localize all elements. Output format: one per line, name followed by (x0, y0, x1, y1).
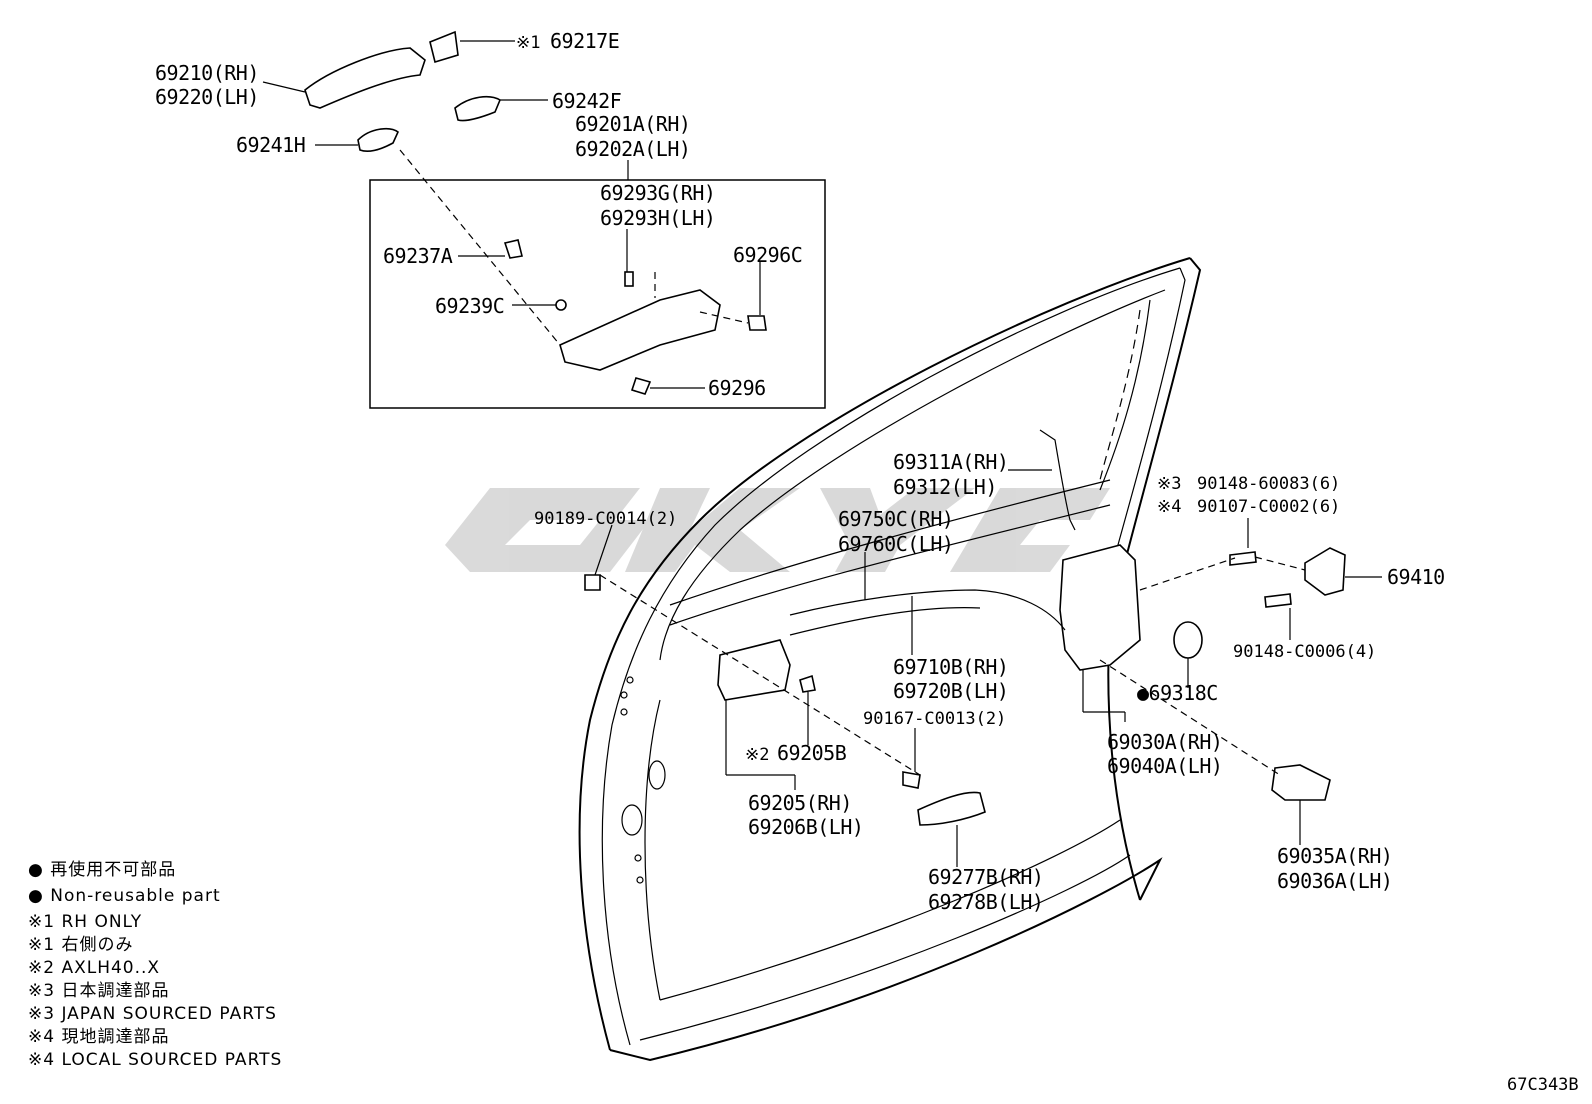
label-69750C: 69750C(RH) (838, 507, 953, 531)
door-frame (578, 257, 1202, 1062)
label-90107: 90107-C0002(6) (1197, 497, 1340, 517)
bolt-b-part (1264, 593, 1292, 608)
grommet-part (555, 299, 567, 311)
legend-line-8: ※4 現地調達部品 (28, 1027, 169, 1047)
label-69296C: 69296C (733, 243, 802, 267)
handle-cover-part (429, 30, 459, 64)
striker-part (1304, 547, 1346, 596)
label-90148b: 90148-C0006(4) (1233, 642, 1376, 662)
label-69035A: 69035A(RH) (1277, 844, 1392, 868)
handle-assembly-box (369, 179, 826, 409)
legend-line-9: ※4 LOCAL SOURCED PARTS (28, 1050, 282, 1070)
label-69205B: 69205B (777, 741, 847, 765)
label-69296: 69296 (708, 376, 766, 400)
label-69241H: 69241H (236, 133, 305, 157)
seal-69318C-part (1173, 621, 1203, 659)
label-69202A: 69202A(LH) (575, 137, 690, 161)
label-69293G: 69293G(RH) (600, 181, 715, 205)
legend-line-3: ※1 RH ONLY (28, 912, 142, 932)
frame-assembly-part (559, 271, 721, 371)
label-69760C: 69760C(LH) (838, 532, 953, 556)
label-69239C: 69239C (435, 294, 504, 318)
screw-69296C-part (747, 315, 767, 331)
lock-cover-part (1271, 764, 1331, 801)
control-cable-2-part (789, 607, 981, 636)
label-69237A: 69237A (383, 244, 453, 268)
label-69205B-note: ※2 (745, 745, 769, 765)
label-90148a-note: ※3 (1157, 474, 1181, 494)
label-69312: 69312(LH) (893, 475, 997, 499)
label-69311A: 69311A(RH) (893, 450, 1008, 474)
label-69036A: 69036A(LH) (1277, 869, 1392, 893)
label-69217E-note: ※1 (516, 33, 540, 53)
label-69217E: 69217E (550, 29, 619, 53)
legend-line-4: ※1 右側のみ (28, 935, 133, 955)
legend-line-2: ● Non-reusable part (28, 886, 221, 906)
handle-gasket-part (357, 127, 399, 152)
legend: ● 再使用不可部品 ● Non-reusable part ※1 RH ONLY… (28, 859, 282, 1070)
leader-lines (262, 40, 1382, 867)
label-69030A: 69030A(RH) (1107, 730, 1222, 754)
label-69220: 69220(LH) (155, 85, 259, 109)
label-90167: 90167-C0013(2) (863, 709, 1006, 729)
label-69205: 69205(RH) (748, 791, 852, 815)
label-69242F: 69242F (552, 89, 621, 113)
label-69278B: 69278B(LH) (928, 890, 1043, 914)
legend-line-5: ※2 AXLH40..X (28, 958, 160, 978)
label-69710B: 69710B(RH) (893, 655, 1008, 679)
outside-handle-part (304, 47, 426, 109)
label-69206B: 69206B(LH) (748, 815, 863, 839)
screw-69296-part (630, 377, 652, 395)
label-90107-note: ※4 (1157, 497, 1181, 517)
label-69293H: 69293H(LH) (600, 206, 715, 230)
handle-pad-part (454, 95, 502, 122)
label-69410: 69410 (1387, 565, 1445, 589)
label-69040A: 69040A(LH) (1107, 754, 1222, 778)
label-69201A: 69201A(RH) (575, 112, 690, 136)
cushion-part (503, 239, 523, 259)
retainer-69205B-part (799, 674, 816, 693)
label-69720B: 69720B(LH) (893, 679, 1008, 703)
label-69210: 69210(RH) (155, 61, 259, 85)
watermark-logo (445, 488, 1110, 572)
control-cable-part (789, 589, 1066, 631)
label-90148a: 90148-60083(6) (1197, 474, 1340, 494)
label-90189: 90189-C0014(2) (534, 509, 677, 529)
diagram-code: 67C343B (1507, 1075, 1579, 1095)
part-labels: ※1 69217E 69210(RH) 69220(LH) 69242F 692… (155, 29, 1445, 914)
lock-rod-part (1039, 429, 1076, 531)
bolt-a-part (1229, 551, 1257, 566)
lever-pad-part (917, 791, 986, 826)
label-69318C: ●69318C (1137, 681, 1218, 705)
legend-line-1: ● 再使用不可部品 (28, 859, 176, 880)
door-lock-part (1059, 544, 1141, 671)
screw-90167-part (902, 771, 921, 789)
clip-part (584, 574, 601, 591)
legend-line-6: ※3 日本調達部品 (28, 981, 169, 1001)
legend-line-7: ※3 JAPAN SOURCED PARTS (28, 1004, 277, 1024)
label-69277B: 69277B(RH) (928, 865, 1043, 889)
inside-handle-part (717, 639, 791, 701)
